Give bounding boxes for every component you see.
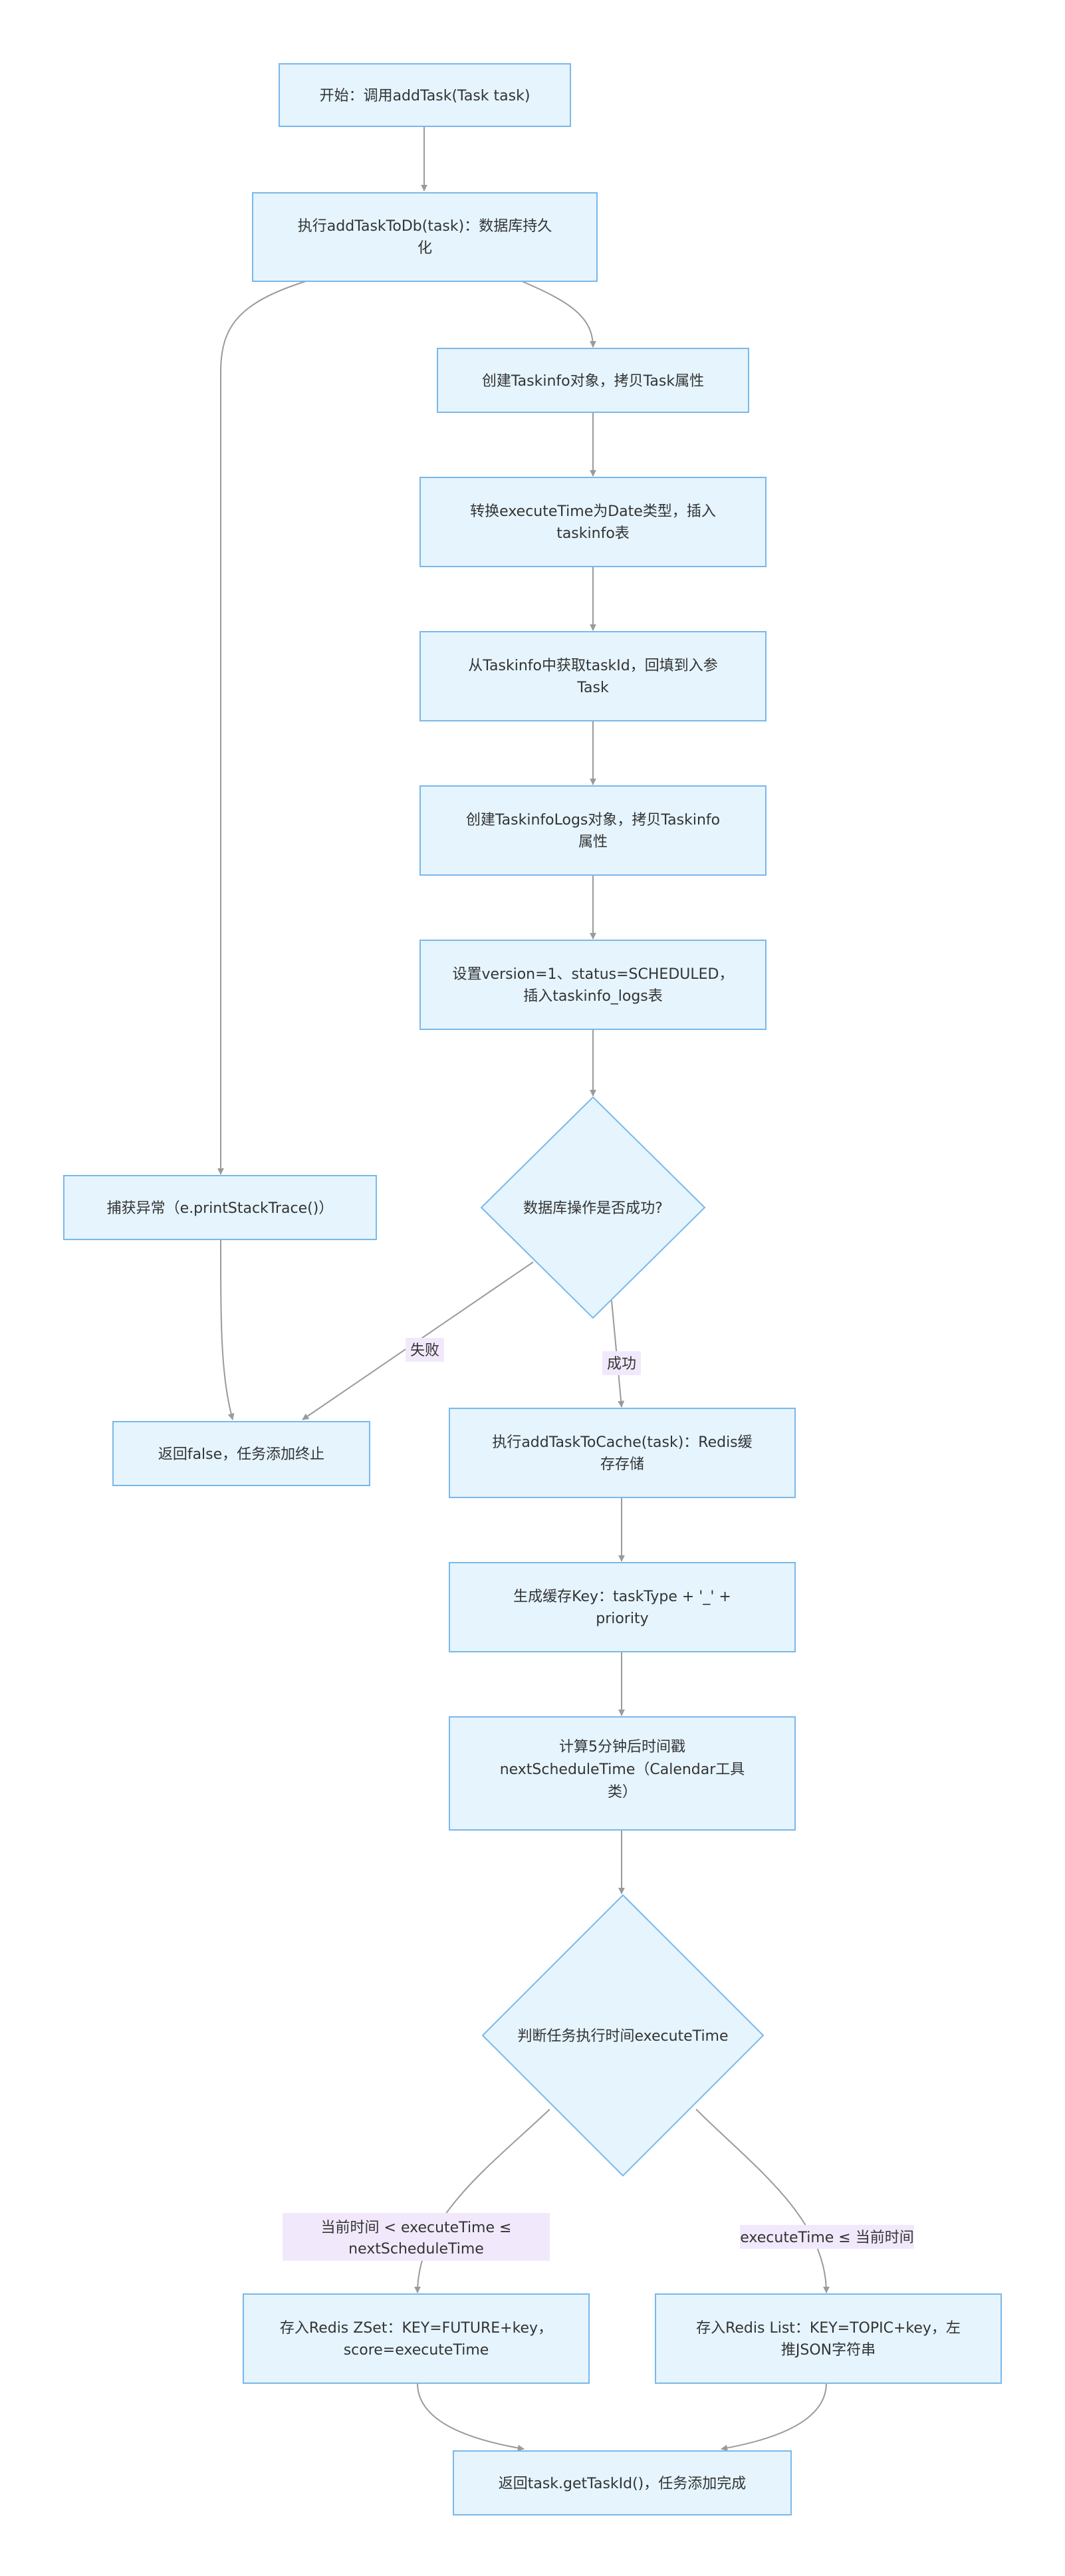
svg-text:score=executeTime: score=executeTime — [344, 2342, 489, 2359]
edge-time-decision-to-zset — [414, 2109, 550, 2293]
svg-text:判断任务执行时间executeTime: 判断任务执行时间executeTime — [517, 2028, 728, 2045]
edge-catch-to-return-false — [220, 1239, 235, 1420]
svg-text:executeTime ≤ 当前时间: executeTime ≤ 当前时间 — [740, 2230, 914, 2246]
node-get-task-id: 从Taskinfo中获取taskId，回填到入参 Task — [419, 631, 767, 721]
svg-text:捕获异常（e.printStackTrace()）: 捕获异常（e.printStackTrace()） — [107, 1200, 334, 1217]
edge-time-decision-to-list — [695, 2109, 830, 2293]
node-calc-time: 计算5分钟后时间戳 nextScheduleTime（Calendar工具 类） — [449, 1716, 796, 1831]
edge-labels: 失败 成功 当前时间 < executeTime ≤ nextScheduleT… — [283, 1338, 914, 2261]
svg-text:存存储: 存存储 — [600, 1456, 644, 1473]
edge-label-success: 成功 — [602, 1351, 641, 1375]
svg-text:执行addTaskToDb(task)：数据库持久: 执行addTaskToDb(task)：数据库持久 — [298, 218, 552, 235]
node-catch-exception: 捕获异常（e.printStackTrace()） — [63, 1175, 377, 1240]
svg-text:返回task.getTaskId()，任务添加完成: 返回task.getTaskId()，任务添加完成 — [499, 2476, 747, 2492]
svg-text:nextScheduleTime（Calendar工具: nextScheduleTime（Calendar工具 — [500, 1761, 745, 1778]
edge-zset-to-return-id — [417, 2383, 525, 2452]
svg-text:存入Redis ZSet：KEY=FUTURE+key，: 存入Redis ZSet：KEY=FUTURE+key， — [280, 2320, 552, 2337]
node-list: 存入Redis List：KEY=TOPIC+key，左 推JSON字符串 — [655, 2293, 1002, 2384]
node-db-success-decision: 数据库操作是否成功? — [480, 1096, 706, 1319]
edge-db-to-catch-exception — [217, 281, 306, 1175]
svg-text:priority: priority — [596, 1610, 648, 1627]
node-create-logs: 创建TaskinfoLogs对象，拷贝Taskinfo 属性 — [419, 785, 767, 876]
edge-db-to-create-taskinfo — [521, 281, 596, 348]
edge-label-future: 当前时间 < executeTime ≤ nextScheduleTime — [283, 2213, 550, 2261]
svg-text:属性: 属性 — [578, 834, 608, 850]
node-zset: 存入Redis ZSet：KEY=FUTURE+key， score=execu… — [243, 2293, 590, 2384]
node-gen-key: 生成缓存Key：taskType + '_' + priority — [449, 1562, 796, 1652]
svg-text:成功: 成功 — [607, 1356, 636, 1372]
svg-text:推JSON字符串: 推JSON字符串 — [781, 2342, 876, 2359]
svg-text:taskinfo表: taskinfo表 — [556, 525, 630, 542]
svg-text:当前时间 < executeTime ≤: 当前时间 < executeTime ≤ — [321, 2220, 512, 2236]
svg-text:存入Redis List：KEY=TOPIC+key，左: 存入Redis List：KEY=TOPIC+key，左 — [696, 2320, 961, 2337]
node-time-decision: 判断任务执行时间executeTime — [481, 1894, 765, 2177]
node-return-id: 返回task.getTaskId()，任务添加完成 — [453, 2450, 792, 2515]
node-add-to-cache: 执行addTaskToCache(task)：Redis缓 存存储 — [449, 1408, 796, 1498]
svg-text:数据库操作是否成功?: 数据库操作是否成功? — [523, 1200, 663, 1217]
svg-text:开始：调用addTask(Task task): 开始：调用addTask(Task task) — [320, 88, 531, 104]
svg-text:执行addTaskToCache(task)：Redis缓: 执行addTaskToCache(task)：Redis缓 — [492, 1434, 752, 1451]
node-create-taskinfo: 创建Taskinfo对象，拷贝Task属性 — [437, 348, 749, 413]
nodes: 开始：调用addTask(Task task) 执行addTaskToDb(ta… — [63, 63, 1002, 2515]
svg-text:类）: 类） — [608, 1784, 637, 1801]
node-set-version: 设置version=1、status=SCHEDULED， 插入taskinfo… — [419, 940, 767, 1030]
edge-label-now: executeTime ≤ 当前时间 — [740, 2225, 914, 2249]
svg-text:生成缓存Key：taskType + '_' +: 生成缓存Key：taskType + '_' + — [513, 1589, 731, 1605]
svg-text:返回false，任务添加终止: 返回false，任务添加终止 — [158, 1446, 324, 1463]
edge-label-fail: 失败 — [406, 1338, 444, 1362]
svg-text:从Taskinfo中获取taskId，回填到入参: 从Taskinfo中获取taskId，回填到入参 — [468, 658, 718, 674]
node-return-false: 返回false，任务添加终止 — [112, 1421, 370, 1486]
svg-text:创建Taskinfo对象，拷贝Task属性: 创建Taskinfo对象，拷贝Task属性 — [482, 373, 704, 390]
node-start: 开始：调用addTask(Task task) — [279, 63, 571, 127]
svg-text:转换executeTime为Date类型，插入: 转换executeTime为Date类型，插入 — [470, 503, 716, 520]
svg-text:Task: Task — [576, 680, 609, 696]
svg-text:创建TaskinfoLogs对象，拷贝Taskinfo: 创建TaskinfoLogs对象，拷贝Taskinfo — [466, 812, 720, 829]
svg-text:插入taskinfo_logs表: 插入taskinfo_logs表 — [523, 988, 663, 1005]
svg-text:nextScheduleTime: nextScheduleTime — [348, 2241, 484, 2257]
node-add-to-db: 执行addTaskToDb(task)：数据库持久 化 — [252, 192, 598, 282]
svg-text:设置version=1、status=SCHEDULED，: 设置version=1、status=SCHEDULED， — [453, 966, 734, 983]
edge-list-to-return-id — [721, 2383, 827, 2452]
node-convert-time: 转换executeTime为Date类型，插入 taskinfo表 — [419, 477, 767, 567]
edges — [217, 126, 830, 2452]
svg-text:计算5分钟后时间戳: 计算5分钟后时间戳 — [559, 1739, 685, 1755]
svg-text:化: 化 — [417, 240, 432, 257]
svg-text:失败: 失败 — [410, 1343, 439, 1359]
